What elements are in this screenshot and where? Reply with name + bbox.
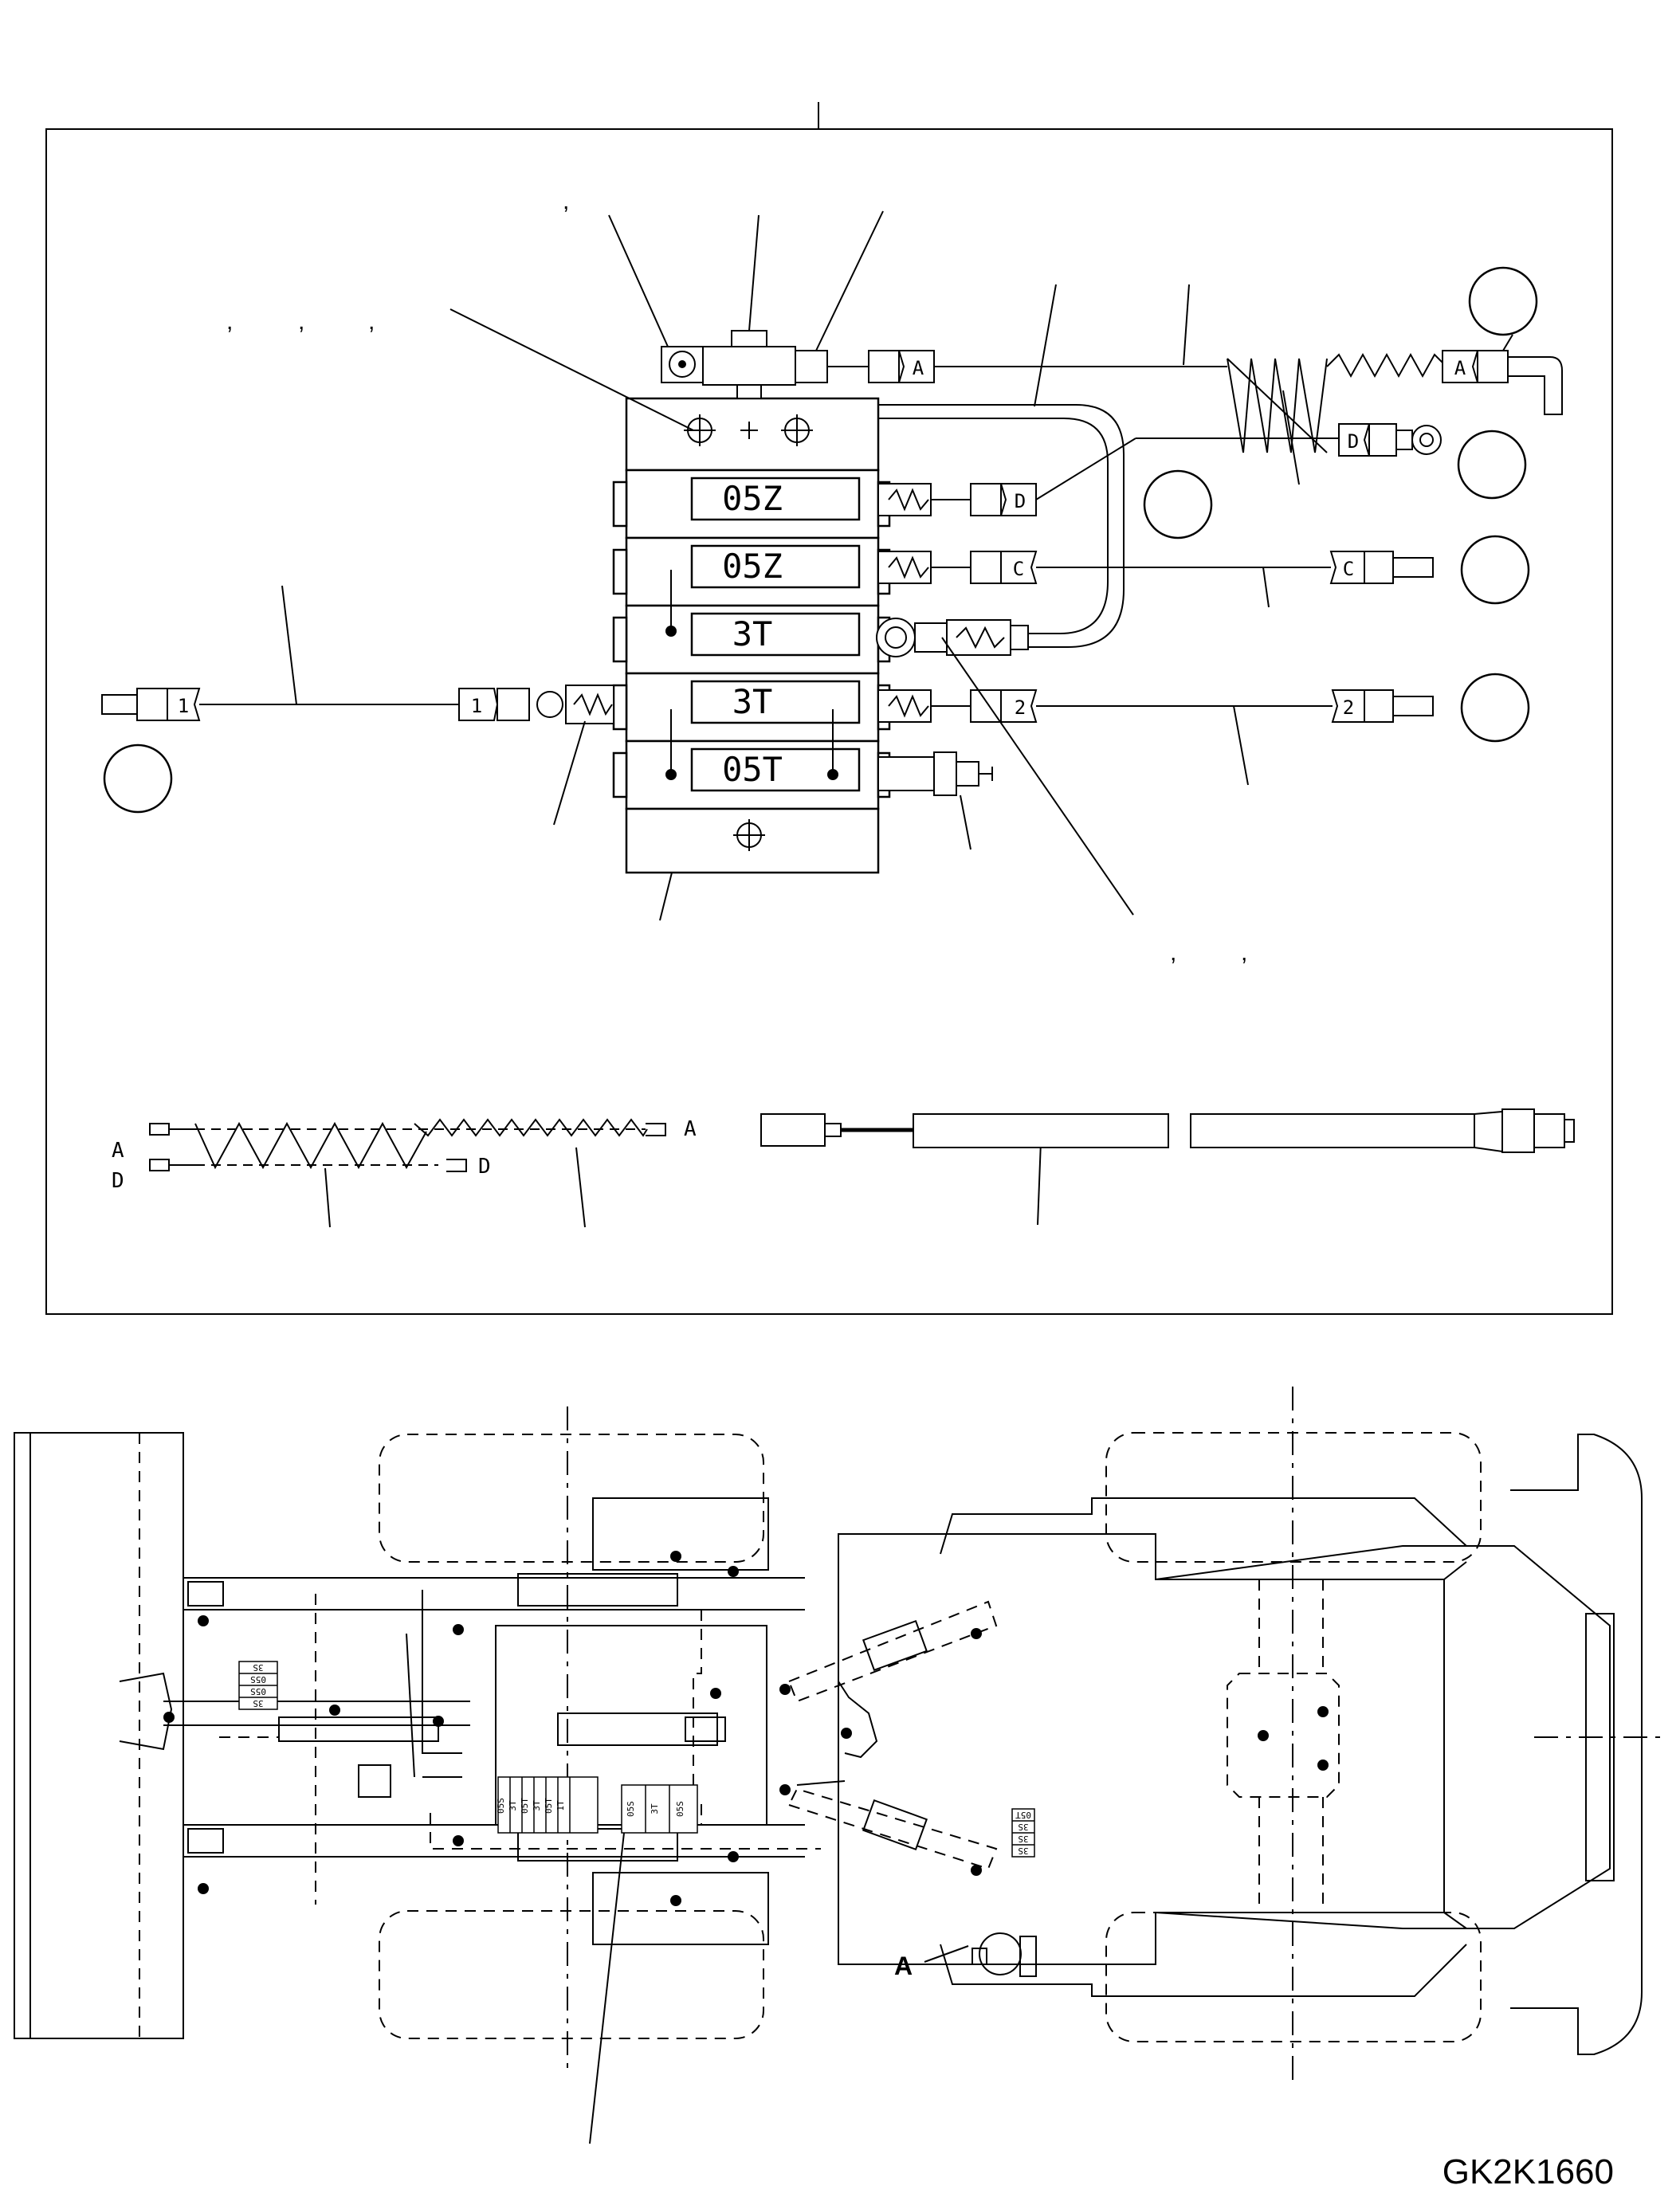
hose-tag-c-left: C — [1013, 558, 1024, 580]
comma-6: , — [1241, 940, 1247, 966]
top-detail-frame — [45, 102, 1613, 1315]
center-table-col-4: 3T — [532, 1800, 542, 1811]
right-table-row-1: 05T — [1015, 1810, 1031, 1820]
section-label-1: 05Z — [722, 479, 783, 518]
top-fittings — [661, 330, 935, 399]
fitting-row-2 — [877, 689, 1434, 723]
left-table-row-3: 05S — [250, 1686, 266, 1697]
fitting-row-c — [877, 551, 1434, 584]
detail-label-a-right: A — [684, 1117, 697, 1141]
center-table-col-1: 05S — [496, 1798, 506, 1814]
spring-hose-detail — [149, 1118, 666, 1172]
center-table-col-7: 1T — [555, 1800, 566, 1811]
grease-nipples — [665, 626, 838, 780]
right-table-row-4: 3S — [1018, 1846, 1028, 1856]
center-table-col-5: 05S — [626, 1801, 636, 1817]
hose-u-loop — [878, 404, 1125, 648]
comma-4: , — [368, 308, 375, 335]
section-label-5: 05T — [722, 750, 783, 789]
hose-tag-c-right: C — [1343, 558, 1354, 580]
hose-a-right-fitting — [1442, 350, 1563, 415]
section-label-4: 3T — [732, 682, 773, 721]
detail-label-d: D — [112, 1169, 124, 1193]
hose-tag-d-left: D — [1015, 490, 1026, 512]
callout-commas: , , , , , , — [226, 188, 1247, 966]
center-table-col-9: 05S — [675, 1801, 685, 1817]
callout-circles — [103, 266, 1538, 814]
center-table-col-8: 3T — [650, 1803, 660, 1814]
center-table-col-2: 3T — [508, 1800, 518, 1811]
section-label-3: 3T — [732, 614, 773, 653]
detail-label-a: A — [112, 1139, 124, 1163]
comma-5: , — [1170, 940, 1176, 966]
hose-tag-2-right: 2 — [1343, 696, 1354, 719]
center-table-col-6: 05T — [544, 1798, 554, 1814]
sensor-cable-detail — [760, 1108, 1575, 1153]
hose-tag-a-right: A — [1454, 357, 1466, 379]
left-table-row-2: 05S — [250, 1674, 266, 1685]
chassis-view — [14, 1387, 1666, 2088]
hose-d-right-fitting — [1307, 423, 1442, 457]
chassis-tables — [238, 1661, 1035, 1858]
a-pointer-label: A — [894, 1952, 913, 1980]
detail-label-d-right: D — [478, 1155, 491, 1179]
chassis-leaders — [589, 1832, 969, 2144]
section-label-2: 05Z — [722, 547, 783, 586]
right-table-row-3: 3S — [1018, 1834, 1028, 1844]
comma-1: , — [563, 188, 569, 214]
right-table-row-2: 3S — [1018, 1822, 1028, 1832]
hose-tag-d-right: D — [1348, 430, 1359, 453]
spring-hose-labels: A D A D — [112, 1117, 697, 1193]
hose-a — [934, 352, 1447, 453]
chassis-grease-points — [163, 1551, 1329, 1906]
sensor-fitting — [877, 751, 993, 796]
hose-tag-2-left: 2 — [1015, 696, 1026, 719]
fitting-row-d — [877, 437, 1355, 516]
fitting-row-1 — [101, 685, 614, 724]
hose-tag-a-left: A — [913, 357, 924, 379]
block-marks — [670, 414, 834, 851]
comma-3: , — [298, 308, 304, 335]
leader-lines — [281, 210, 1513, 1228]
hose-tag-1-left: 1 — [178, 695, 189, 717]
center-table-col-3: 05T — [520, 1798, 530, 1814]
block-section-labels: 05Z 05Z 3T 3T 05T — [722, 479, 783, 789]
comma-2: , — [226, 308, 233, 335]
left-table-row-4: 3S — [253, 1698, 263, 1709]
left-table-row-1: 3S — [253, 1662, 263, 1673]
fitting-row-3t — [876, 618, 1029, 657]
drawing-code: GK2K1660 — [1443, 2152, 1614, 2191]
hose-tag-1-right: 1 — [471, 695, 482, 717]
chassis-table-text: 3S 05S 05S 3S 05S 3T 05T 3T 05S 05T 1T 3… — [250, 1662, 1031, 1856]
